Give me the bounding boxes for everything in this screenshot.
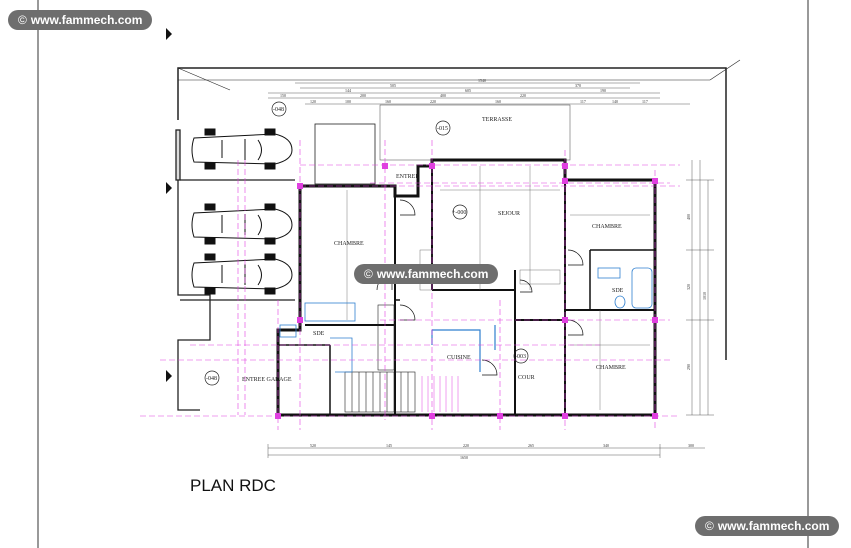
- dim-right-total: 1010: [702, 292, 707, 300]
- house-walls: [276, 158, 657, 417]
- top-dimension-lines: [268, 82, 690, 105]
- copyright-icon: ©: [705, 519, 714, 533]
- watermark-top-text: www.fammech.com: [30, 13, 143, 27]
- room-label-chambre-left: CHAMBRE: [334, 241, 364, 247]
- right-dimension-texts: 1010 400 320 290: [686, 214, 707, 370]
- dim-right-a: 400: [686, 214, 691, 220]
- level-cour-text: -003: [515, 354, 526, 360]
- terrasse-area: [379, 104, 571, 161]
- dim-top-row5-b: 100: [345, 99, 351, 104]
- top-dimension-texts: 1540 505 370 144 605 190 150 200 400 220…: [280, 78, 648, 104]
- room-label-chambre-right-top: CHAMBRE: [592, 224, 622, 230]
- level-marker-garden: [271, 101, 287, 117]
- car-icon: [191, 253, 293, 295]
- plan-title: PLAN RDC: [190, 476, 276, 495]
- level-marker-terrasse: [435, 120, 451, 136]
- dim-top-row4-d: 220: [520, 93, 526, 98]
- dim-right-b: 320: [686, 284, 691, 290]
- section-arrow-middle: [166, 182, 172, 194]
- car-icon: [191, 128, 293, 170]
- parking-cars: [191, 128, 293, 295]
- dim-bottom-f: 300: [688, 443, 694, 448]
- dim-top-row3-b: 605: [465, 88, 471, 93]
- room-label-entree: ENTREE: [396, 174, 419, 180]
- dim-top-row5-c: 160: [385, 99, 391, 104]
- dim-bottom-c: 220: [463, 443, 469, 448]
- dim-bottom-total: 1650: [460, 455, 468, 460]
- car-icon: [191, 203, 293, 245]
- dim-top-row5-g: 140: [612, 99, 618, 104]
- room-label-sejour: SEJOUR: [498, 211, 520, 217]
- level-garage-text: -048: [206, 376, 217, 382]
- staircase: [344, 304, 416, 413]
- dim-top-row4-b: 200: [360, 93, 366, 98]
- copyright-icon: ©: [364, 267, 373, 281]
- dim-top-row3-c: 190: [600, 88, 606, 93]
- room-label-cuisine: CUISINE: [447, 355, 471, 361]
- plumbing-lines: [431, 325, 496, 372]
- dim-top-row5-f: 117: [580, 99, 586, 104]
- room-label-chambre-right-bottom: CHAMBRE: [596, 365, 626, 371]
- level-terrasse-text: -015: [437, 126, 448, 132]
- dim-bottom-d: 265: [528, 443, 534, 448]
- dim-bottom-a: 520: [310, 443, 316, 448]
- dim-top-row2-a: 505: [390, 83, 396, 88]
- level-marker-cour: [513, 348, 529, 364]
- room-label-sde-left: SDE: [313, 331, 325, 337]
- dim-top-row5-e: 160: [495, 99, 501, 104]
- level-marker-sejour: [452, 204, 468, 220]
- room-label-terrasse: TERRASSE: [482, 117, 512, 123]
- entry-porch: [314, 123, 376, 185]
- dim-top-row5-a: 120: [310, 99, 316, 104]
- level-marker-garage: [204, 370, 220, 386]
- interior-lines: [346, 166, 650, 410]
- section-arrow-bottom: [166, 370, 172, 382]
- dim-bottom-e: 340: [603, 443, 609, 448]
- dim-bottom-b: 145: [386, 443, 392, 448]
- dim-top-row4-c: 400: [440, 93, 446, 98]
- bathroom-fixtures-right: [597, 267, 653, 309]
- level-sejour-text: +-000: [452, 210, 466, 216]
- dim-top-row5-h: 117: [642, 99, 648, 104]
- section-arrow-top: [166, 28, 172, 40]
- dim-top-row4-a: 150: [280, 93, 286, 98]
- watermark-top: ©www.fammech.com: [8, 10, 153, 30]
- dim-top-total: 1540: [478, 78, 486, 83]
- column-markers: [275, 163, 658, 419]
- room-label-entree-garage: ENTREE GARAGE: [242, 377, 292, 383]
- dim-top-row3-a: 144: [345, 88, 351, 93]
- room-label-sde-right: SDE: [612, 288, 624, 294]
- axis-grid: [140, 140, 680, 430]
- property-boundary: [177, 59, 741, 360]
- level-garden-text: -048: [273, 107, 284, 113]
- dim-top-row2-b: 370: [575, 83, 581, 88]
- bathroom-fixtures-left: [279, 302, 356, 373]
- dim-right-c: 290: [686, 364, 691, 370]
- watermark-middle: ©www.fammech.com: [354, 264, 499, 284]
- right-dimension-lines: [686, 160, 714, 416]
- copyright-icon: ©: [18, 13, 27, 27]
- bottom-dimension-lines: [267, 444, 705, 458]
- room-label-cour: COUR: [518, 375, 535, 381]
- watermark-middle-text: www.fammech.com: [376, 267, 489, 281]
- watermark-bottom-text: www.fammech.com: [717, 519, 830, 533]
- watermark-bottom: ©www.fammech.com: [695, 516, 840, 536]
- garage-walls: [175, 129, 295, 411]
- dim-top-row5-d: 220: [430, 99, 436, 104]
- bottom-dimension-texts: 520 145 220 265 340 300 1650: [310, 443, 694, 460]
- kitchen-stairs: [421, 376, 459, 412]
